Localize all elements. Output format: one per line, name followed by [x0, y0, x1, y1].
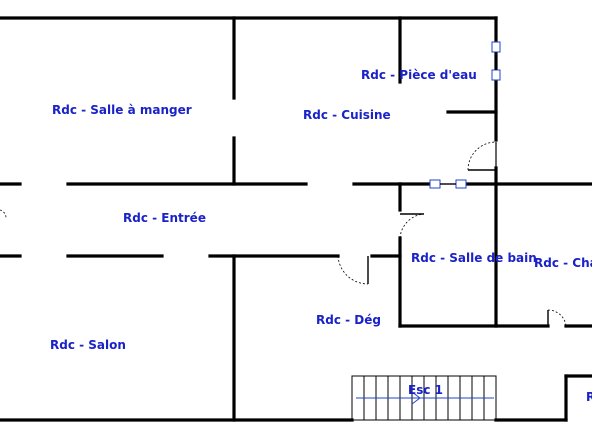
room-label-piece-d-eau: Rdc - Pièce d'eau [361, 68, 477, 82]
room-label-entree: Rdc - Entrée [123, 211, 206, 225]
room-label-chambre: Rdc - Cha [534, 256, 592, 270]
room-label-salle-de-bain: Rdc - Salle de bain [411, 251, 537, 265]
exterior-walls [0, 16, 568, 422]
room-label-deg: Rdc - Dég [316, 313, 381, 327]
room-label-partial-bottom-right: R [586, 390, 592, 404]
window-icon [429, 41, 501, 189]
door-swing-icon [0, 141, 567, 327]
interior-walls [0, 16, 592, 422]
stairs-icon [351, 375, 497, 421]
room-label-escalier: Esc 1 [408, 383, 443, 397]
room-label-salon: Rdc - Salon [50, 338, 126, 352]
room-label-cuisine: Rdc - Cuisine [303, 108, 391, 122]
room-label-salle-a-manger: Rdc - Salle à manger [52, 103, 192, 117]
